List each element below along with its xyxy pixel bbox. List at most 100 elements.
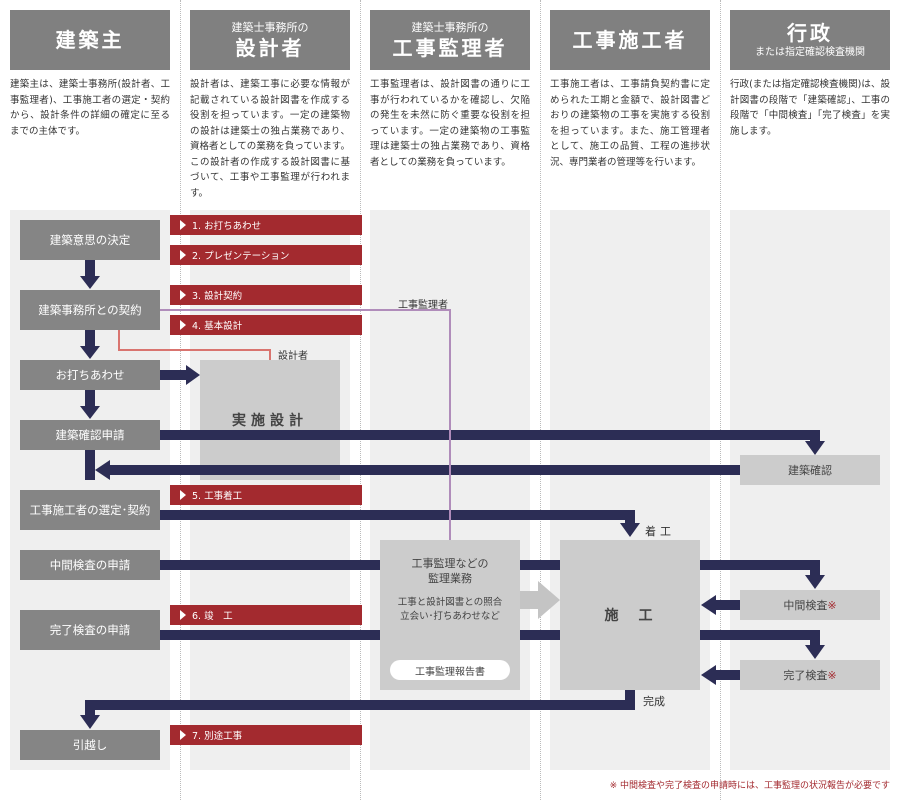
step-label: 中間検査の申請	[49, 558, 131, 572]
red-label-text: 5. 工事着工	[192, 491, 243, 502]
header-subtitle: 建築士事務所の	[411, 20, 489, 34]
start-label: 着工	[645, 525, 675, 538]
step-office-contract: 建築事務所との契約	[20, 290, 160, 330]
description-designer: 設計者は、建築工事に必要な情報が記載されている設計図書を作成する役割を担っていま…	[190, 79, 350, 199]
admin-interim-box: 中間検査※	[740, 590, 880, 620]
red-label-presentation: 2. プレゼンテーション	[170, 245, 362, 265]
description-client: 建築主は、建築士事務所(設計者、工事監理者)、工事施工者の選定・契約から、設計条…	[10, 79, 170, 137]
designer-line-label: 設計者	[278, 351, 308, 362]
asterisk-mark: ※	[827, 668, 837, 682]
header-contractor: 工事施工者	[550, 10, 710, 70]
red-label-text: 1. お打ちあわせ	[192, 221, 262, 232]
flow-arrow	[625, 510, 635, 524]
flow-arrowhead	[95, 460, 110, 480]
header-title: 設計者	[235, 36, 305, 61]
admin-final-label: 完了検査	[783, 669, 828, 682]
red-label-basic-design: 4. 基本設計	[170, 315, 362, 335]
red-label-construction-start: 5. 工事着工	[170, 485, 362, 505]
step-interim-application: 中間検査の申請	[20, 550, 160, 580]
flow-arrow	[810, 560, 820, 576]
flow-arrow	[625, 690, 635, 705]
detailed-design-box: 実施設計	[200, 360, 340, 480]
column-divider	[180, 0, 181, 800]
header-supervisor: 建築士事務所の 工事監理者	[370, 10, 530, 70]
flow-arrow	[85, 450, 95, 480]
flow-arrowhead	[701, 595, 716, 615]
supervision-report-label: 工事監理報告書	[415, 666, 485, 678]
designer-line	[118, 330, 271, 360]
flow-arrow	[85, 700, 95, 716]
flow-arrow	[520, 630, 560, 640]
flow-arrow	[810, 430, 820, 442]
flow-arrow	[160, 560, 380, 570]
flow-arrow	[85, 390, 95, 408]
red-label-text: 2. プレゼンテーション	[192, 251, 290, 262]
flow-arrow	[160, 370, 188, 380]
step-label: 建築確認申請	[55, 428, 125, 442]
flow-arrow	[714, 600, 740, 610]
flow-arrowhead	[80, 715, 100, 729]
step-label: 工事施工者の選定･契約	[29, 503, 151, 517]
supervision-report-pill: 工事監理報告書	[390, 660, 510, 680]
flow-arrow	[700, 560, 820, 570]
red-label-completion: 6. 竣 工	[170, 605, 362, 625]
step-meeting: お打ちあわせ	[20, 360, 160, 390]
header-title: 行政	[787, 20, 833, 45]
supervisor-line-label: 工事監理者	[398, 300, 448, 311]
header-title: 工事施工者	[572, 28, 688, 52]
flow-arrow	[714, 670, 740, 680]
detailed-design-label: 実施設計	[232, 413, 308, 429]
step-label: 完了検査の申請	[49, 623, 131, 637]
header-title: 建築主	[55, 28, 125, 52]
step-decision: 建築意思の決定	[20, 220, 160, 260]
supervision-title-line2: 監理業務	[428, 572, 472, 585]
header-client: 建築主	[10, 10, 170, 70]
flow-arrowhead	[805, 575, 825, 589]
step-label: お打ちあわせ	[55, 368, 125, 382]
supervision-arrow	[520, 581, 560, 619]
description-contractor: 工事施工者は、工事請負契約書に定められた工期と金額で、設計図書どおりの建築物の工…	[550, 79, 710, 168]
supervision-details: 工事と設計図書との照合 立会い･打ちあわせなど	[398, 596, 502, 624]
red-label-text: 3. 設計契約	[192, 291, 243, 302]
flow-arrow	[700, 630, 820, 640]
flow-arrowhead	[80, 346, 100, 359]
flow-arrowhead	[701, 665, 716, 685]
supervision-title: 工事監理などの 監理業務	[412, 556, 489, 586]
flow-arrowhead	[186, 365, 200, 385]
step-label: 建築意思の決定	[49, 233, 131, 247]
admin-confirm-box: 建築確認	[740, 455, 880, 485]
flow-arrow	[810, 630, 820, 646]
red-label-separate-work: 7. 別途工事	[170, 725, 362, 745]
supervision-detail-line1: 工事と設計図書との照合	[397, 597, 503, 608]
red-label-text: 7. 別途工事	[192, 731, 243, 742]
flow-arrow	[160, 630, 380, 640]
flow-arrowhead	[805, 441, 825, 455]
header-designer: 建築士事務所の 設計者	[190, 10, 350, 70]
red-label-text: 4. 基本設計	[192, 321, 243, 332]
supervisor-line	[160, 309, 451, 540]
admin-confirm-label: 建築確認	[788, 464, 832, 477]
flow-arrow	[85, 700, 635, 710]
header-administration: 行政 または指定確認検査機関	[730, 10, 890, 70]
flow-arrow	[160, 510, 635, 520]
column-divider	[360, 0, 361, 800]
flow-arrow	[85, 330, 95, 348]
flow-arrow	[85, 260, 95, 278]
column-divider	[540, 0, 541, 800]
footnote: ※ 中間検査や完了検査の申請時には、工事監理の状況報告が必要です	[609, 781, 890, 791]
step-final-application: 完了検査の申請	[20, 610, 160, 650]
header-subtitle: 建築士事務所の	[231, 20, 309, 34]
description-supervisor: 工事監理者は、設計図書の通りに工事が行われているかを確認し、欠陥の発生を未然に防…	[370, 79, 530, 168]
header-title: 工事監理者	[392, 36, 508, 61]
red-label-design-contract: 3. 設計契約	[170, 285, 362, 305]
flow-arrowhead	[620, 523, 640, 537]
admin-final-box: 完了検査※	[740, 660, 880, 690]
step-label: 建築事務所との契約	[38, 303, 142, 317]
flow-arrow	[160, 430, 820, 440]
column-divider	[720, 0, 721, 800]
step-label: 引越し	[72, 738, 108, 752]
construction-label: 施 工	[604, 608, 656, 624]
complete-label: 完成	[643, 695, 665, 708]
header-subtitle: または指定確認検査機関	[755, 46, 865, 58]
construction-box: 施 工	[560, 540, 700, 690]
